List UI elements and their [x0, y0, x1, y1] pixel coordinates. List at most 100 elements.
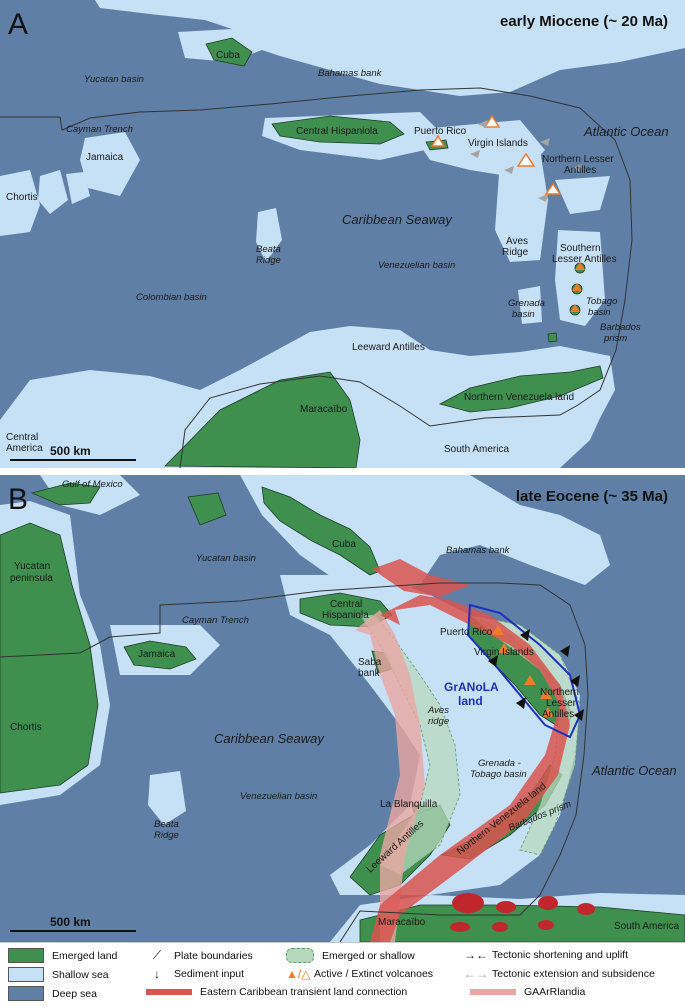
map-panel-b: B late Eocene (~ 35 Ma) Gulf of Mexico Y…: [0, 475, 685, 942]
label-saba-bank: Saba: [358, 657, 382, 668]
label-northern-lesser-antilles-b-3: Antilles: [542, 709, 574, 720]
label-aves-ridge-2: Ridge: [502, 247, 529, 258]
extinct-volcano-icon: [544, 182, 562, 195]
label-atlantic-ocean: Atlantic Ocean: [583, 124, 669, 139]
label-maracaibo: Maracaïbo: [300, 404, 348, 415]
sediment-arrow-icon: ↓: [154, 967, 160, 981]
label-northern-lesser-antilles-2: Antilles: [564, 165, 596, 176]
label-cayman-trench-b: Cayman Trench: [182, 615, 249, 626]
shortening-arrows-icon: →←: [464, 948, 488, 962]
plate-boundary-icon: ⟋: [152, 948, 162, 962]
label-chortis: Chortis: [6, 192, 38, 203]
transient-connection-arrow: [370, 595, 570, 942]
label-gulf-of-mexico: Gulf of Mexico: [62, 479, 123, 490]
label-southern-lesser-antilles: Southern: [560, 243, 601, 254]
label-leeward-antilles: Leeward Antilles: [352, 342, 425, 353]
label-virgin-islands: Virgin Islands: [468, 138, 528, 149]
volcanoes-a: [430, 114, 586, 316]
label-grenada-basin: Grenada: [508, 298, 545, 309]
label-aves-ridge: Aves: [506, 236, 528, 247]
legend-deep-sea: Deep sea: [8, 986, 97, 1001]
label-beata-ridge-2: Ridge: [256, 255, 281, 266]
label-beata-ridge: Beata: [256, 244, 281, 255]
label-central-hispaniola-b: Central: [330, 599, 362, 610]
label-atlantic-ocean-b: Atlantic Ocean: [591, 763, 677, 778]
label-maracaibo-b: Maracaïbo: [378, 917, 426, 928]
label-barbados-prism: Barbados: [600, 322, 641, 333]
label-central-america-2: America: [6, 443, 43, 454]
label-yucatan-peninsula: Yucatan: [14, 561, 50, 572]
label-central-hispaniola-b-2: Hispaniola: [322, 610, 369, 621]
transient-arrow-icon: [146, 989, 192, 995]
label-caribbean-seaway-b: Caribbean Seaway: [214, 731, 325, 746]
active-volcano-icon: [570, 304, 580, 312]
label-aves-ridge-b: Aves: [427, 705, 449, 716]
label-northern-lesser-antilles-b: Northern: [540, 687, 579, 698]
extinct-volcano-icon: [430, 134, 446, 147]
label-granola-land-2: land: [458, 694, 483, 708]
active-volcano-icon: [575, 262, 585, 270]
shortening-arrows-b: [488, 629, 584, 721]
label-cuba-b: Cuba: [332, 539, 356, 550]
label-yucatan-basin-b: Yucatan basin: [196, 553, 256, 564]
scale-label-a: 500 km: [50, 444, 91, 458]
label-grenada-basin-2: basin: [512, 309, 535, 320]
label-venezuelian-basin: Venezuelian basin: [378, 260, 455, 271]
scale-label-b: 500 km: [50, 915, 91, 929]
legend-volcanoes: ▲/△ Active / Extinct volcanoes: [286, 967, 434, 981]
panel-title-b: late Eocene (~ 35 Ma): [516, 488, 668, 505]
label-cuba: Cuba: [216, 50, 240, 61]
legend-gaarlandia: GAArRlandia: [470, 986, 585, 998]
label-puerto-rico: Puerto Rico: [414, 126, 467, 137]
label-puerto-rico-b: Puerto Rico: [440, 627, 493, 638]
label-la-blanquilla: La Blanquilla: [380, 799, 438, 810]
label-grenada-tobago-basin: Grenada -: [478, 758, 521, 769]
active-volcano-icon: [572, 283, 582, 291]
extinct-volcano-icon: [516, 152, 536, 167]
label-tobago-basin-2: basin: [588, 307, 611, 318]
legend-emerged-or-shallow: Emerged or shallow: [286, 948, 415, 963]
label-bahamas-bank-b: Bahamas bank: [446, 545, 511, 556]
volcanoes-b: [492, 625, 554, 717]
panel-title-a: early Miocene (~ 20 Ma): [500, 13, 668, 30]
extinct-volcano-icon: [483, 114, 501, 128]
label-aves-ridge-b-2: ridge: [428, 716, 449, 727]
extension-arrows-a: [470, 120, 582, 202]
emerged-land-a: [164, 37, 604, 468]
label-venezuelian-basin-b: Venezuelian basin: [240, 791, 317, 802]
label-caribbean-seaway: Caribbean Seaway: [342, 212, 453, 227]
swatch-land: [8, 948, 44, 963]
label-barbados-prism-2: prism: [603, 333, 627, 344]
fauna-silhouettes: [450, 893, 595, 932]
label-northern-venezuela-land: Northern Venezuela land: [464, 392, 574, 403]
legend-sediment-input: ↓ Sediment input: [146, 967, 244, 981]
label-cayman-trench: Cayman Trench: [66, 124, 133, 135]
label-jamaica-b: Jamaica: [138, 649, 176, 660]
extension-arrows-icon: ←→: [464, 967, 488, 981]
scale-bar-b: 500 km: [10, 915, 136, 932]
swatch-emerged-shallow: [286, 948, 314, 963]
plate-boundary-b: [0, 582, 589, 942]
label-saba-bank-2: bank: [358, 668, 381, 679]
legend-tectonic-shortening: →← Tectonic shortening and uplift: [464, 948, 629, 962]
label-beata-ridge-b: Beata: [154, 819, 179, 830]
label-beata-ridge-b-2: Ridge: [154, 830, 179, 841]
label-northern-lesser-antilles-b-2: Lesser: [546, 698, 577, 709]
map-legend: Emerged land Shallow sea Deep sea ⟋ Plat…: [0, 942, 685, 1007]
swatch-deep: [8, 986, 44, 1001]
scale-bar-a: 500 km: [10, 444, 136, 461]
label-virgin-islands-b: Virgin Islands: [474, 647, 534, 658]
label-central-hispaniola: Central Hispaniola: [296, 126, 378, 137]
label-central-america: Central: [6, 432, 38, 443]
label-colombian-basin: Colombian basin: [136, 292, 207, 303]
swatch-shallow: [8, 967, 44, 982]
map-panel-a: A early Miocene (~ 20 Ma) Cuba Yucatan b…: [0, 0, 685, 468]
legend-tectonic-extension: ←→ Tectonic extension and subsidence: [464, 967, 655, 981]
label-yucatan-peninsula-2: peninsula: [10, 573, 53, 584]
label-tobago-basin: Tobago: [586, 296, 617, 307]
label-chortis-b: Chortis: [10, 722, 42, 733]
plate-boundary-a: [0, 87, 633, 468]
panel-letter-a: A: [8, 8, 28, 41]
label-bahamas-bank: Bahamas bank: [318, 68, 383, 79]
label-yucatan-basin: Yucatan basin: [84, 74, 144, 85]
